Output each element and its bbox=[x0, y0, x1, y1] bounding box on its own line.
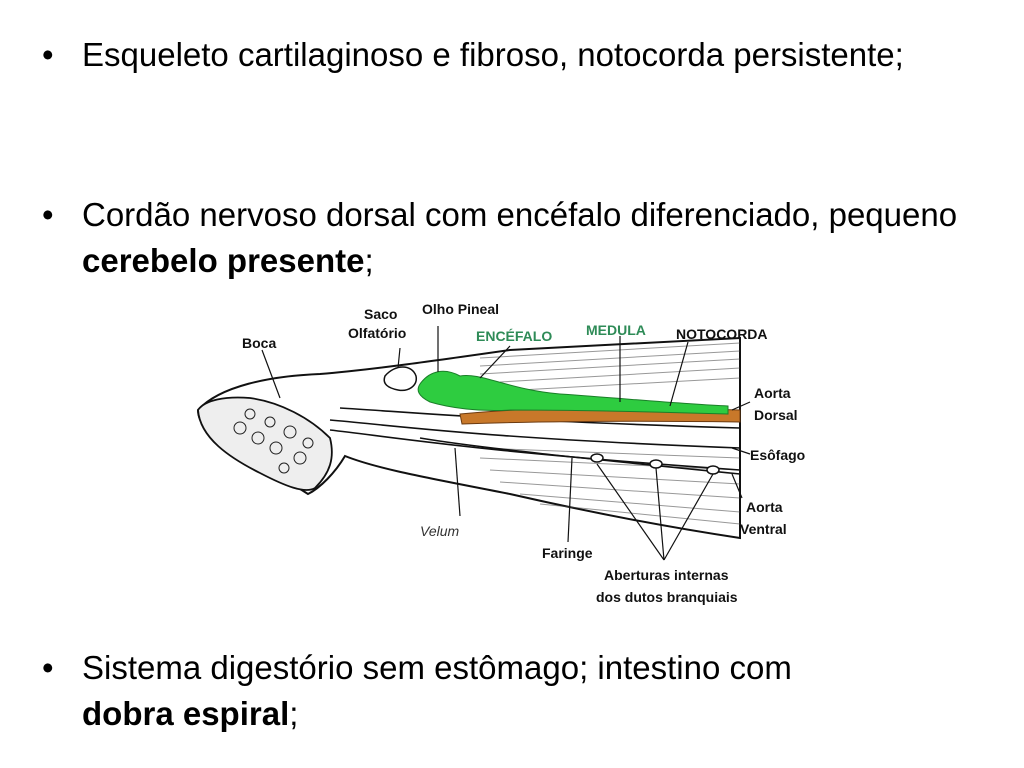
label-esofago: Esôfago bbox=[750, 447, 805, 463]
label-medula: MEDULA bbox=[586, 322, 646, 338]
label-notocorda: NOTOCORDA bbox=[676, 326, 768, 342]
bullet-skeleton: • Esqueleto cartilaginoso e fibroso, not… bbox=[42, 32, 992, 78]
bold-term: cerebelo presente bbox=[82, 242, 365, 279]
label-boca: Boca bbox=[242, 335, 276, 351]
bullet-text: Esqueleto cartilaginoso e fibroso, notoc… bbox=[82, 36, 904, 73]
bold-term: dobra espiral bbox=[82, 695, 290, 732]
brain-spinal-cord bbox=[417, 370, 729, 415]
bullet-text: Sistema digestório sem estômago; intesti… bbox=[82, 649, 792, 732]
label-faringe: Faringe bbox=[542, 545, 593, 561]
label-aorta-dorsal-2: Dorsal bbox=[754, 407, 798, 423]
label-aorta-ventral-2: Ventral bbox=[740, 521, 787, 537]
bullet-dot: • bbox=[42, 36, 54, 73]
bullet-dot: • bbox=[42, 196, 54, 233]
bullet-text: Cordão nervoso dorsal com encéfalo difer… bbox=[82, 196, 958, 279]
leader-lines bbox=[261, 326, 751, 561]
label-olho-pineal: Olho Pineal bbox=[422, 301, 499, 317]
oral-disc bbox=[197, 396, 333, 491]
bullet-nervous-system: • Cordão nervoso dorsal com encéfalo dif… bbox=[42, 192, 992, 284]
lamprey-head-diagram: Boca Saco Olfatório Olho Pineal ENCÉFALO… bbox=[196, 301, 805, 605]
label-aorta-dorsal-1: Aorta bbox=[754, 385, 791, 401]
muscle-hatching bbox=[479, 342, 741, 525]
label-aberturas-2: dos dutos branquiais bbox=[596, 589, 738, 605]
label-velum: Velum bbox=[420, 523, 460, 539]
bullet-dot: • bbox=[42, 649, 54, 686]
olfactory-sac bbox=[383, 366, 417, 392]
bullet-digestive-system: • Sistema digestório sem estômago; intes… bbox=[42, 645, 992, 737]
teeth-pattern bbox=[233, 408, 314, 474]
label-saco: Saco bbox=[364, 306, 397, 322]
label-aberturas-1: Aberturas internas bbox=[604, 567, 729, 583]
label-encefalo: ENCÉFALO bbox=[476, 328, 552, 344]
label-aorta-ventral-1: Aorta bbox=[746, 499, 783, 515]
label-olfatorio: Olfatório bbox=[348, 325, 406, 341]
